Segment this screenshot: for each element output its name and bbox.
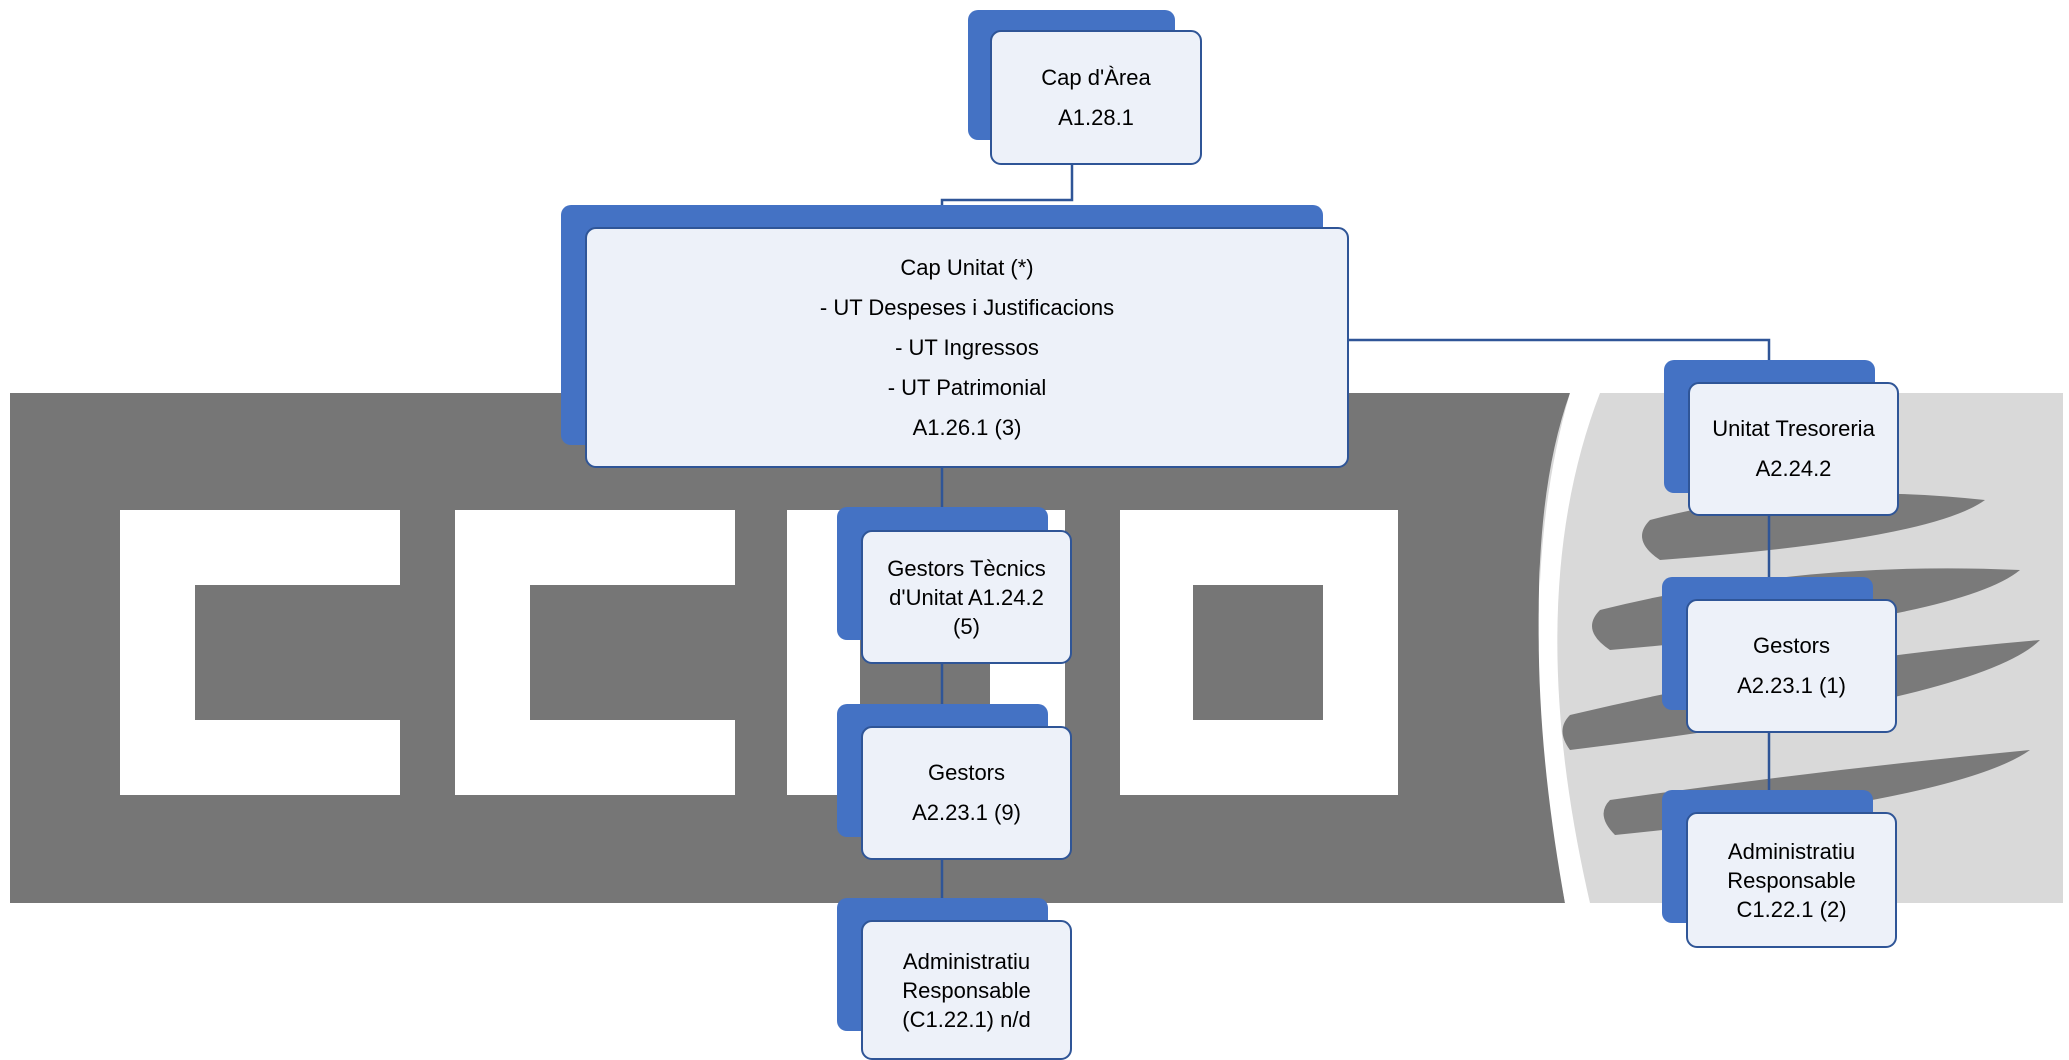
node-card: Cap Unitat (*) - UT Despeses i Justifica… xyxy=(585,227,1349,468)
node-line-2: d'Unitat A1.24.2 xyxy=(889,584,1044,610)
node-title: Gestors xyxy=(1752,633,1831,658)
node-code: A2.23.1 (1) xyxy=(1737,673,1846,698)
node-line-2: - UT Ingressos xyxy=(895,334,1039,360)
node-card: Administratiu Responsable (C1.22.1) n/d xyxy=(861,920,1072,1060)
node-card: Cap d'Àrea A1.28.1 xyxy=(990,30,1202,165)
node-card: Administratiu Responsable C1.22.1 (2) xyxy=(1686,812,1897,948)
node-code: A2.23.1 (9) xyxy=(912,800,1021,825)
node-line-3: C1.22.1 (2) xyxy=(1736,896,1847,922)
node-administratiu-right[interactable]: Administratiu Responsable C1.22.1 (2) xyxy=(1662,790,1897,948)
node-title: Cap d'Àrea xyxy=(1041,64,1151,90)
watermark-letter-o2 xyxy=(1120,510,1398,795)
node-card: Unitat Tresoreria A2.24.2 xyxy=(1688,382,1899,516)
node-line-3: (5) xyxy=(953,613,980,639)
node-code: A1.28.1 xyxy=(1058,104,1134,130)
node-title: Gestors xyxy=(927,760,1006,785)
node-line-1: - UT Despeses i Justificacions xyxy=(819,294,1115,320)
watermark-curve xyxy=(1538,393,1600,903)
node-line-1: Gestors Tècnics xyxy=(887,555,1046,581)
node-line-1: Administratiu xyxy=(902,948,1031,974)
node-line-2: Responsable xyxy=(902,977,1031,1003)
node-cap-unitat[interactable]: Cap Unitat (*) - UT Despeses i Justifica… xyxy=(561,205,1349,468)
node-line-3: - UT Patrimonial xyxy=(887,374,1047,400)
node-gestors-right[interactable]: Gestors A2.23.1 (1) xyxy=(1662,577,1897,733)
node-line-2: Responsable xyxy=(1727,867,1856,893)
node-line-3: (C1.22.1) n/d xyxy=(902,1006,1031,1032)
node-code: A2.24.2 xyxy=(1755,456,1832,481)
node-title: Cap Unitat (*) xyxy=(900,254,1034,280)
node-card: Gestors Tècnics d'Unitat A1.24.2 (5) xyxy=(861,530,1072,664)
node-gestors-left[interactable]: Gestors A2.23.1 (9) xyxy=(837,704,1072,860)
watermark-letter-c2 xyxy=(455,510,735,795)
node-title: Unitat Tresoreria xyxy=(1712,416,1875,441)
node-line-1: Administratiu xyxy=(1727,838,1856,864)
watermark-letter-c1 xyxy=(120,510,400,795)
node-administratiu-left[interactable]: Administratiu Responsable (C1.22.1) n/d xyxy=(837,898,1072,1060)
node-unitat-tresoreria[interactable]: Unitat Tresoreria A2.24.2 xyxy=(1664,360,1899,516)
node-gestors-tecnics[interactable]: Gestors Tècnics d'Unitat A1.24.2 (5) xyxy=(837,507,1072,664)
node-code: A1.26.1 (3) xyxy=(912,414,1022,440)
node-cap-area[interactable]: Cap d'Àrea A1.28.1 xyxy=(968,10,1203,165)
node-card: Gestors A2.23.1 (9) xyxy=(861,726,1072,860)
node-card: Gestors A2.23.1 (1) xyxy=(1686,599,1897,733)
